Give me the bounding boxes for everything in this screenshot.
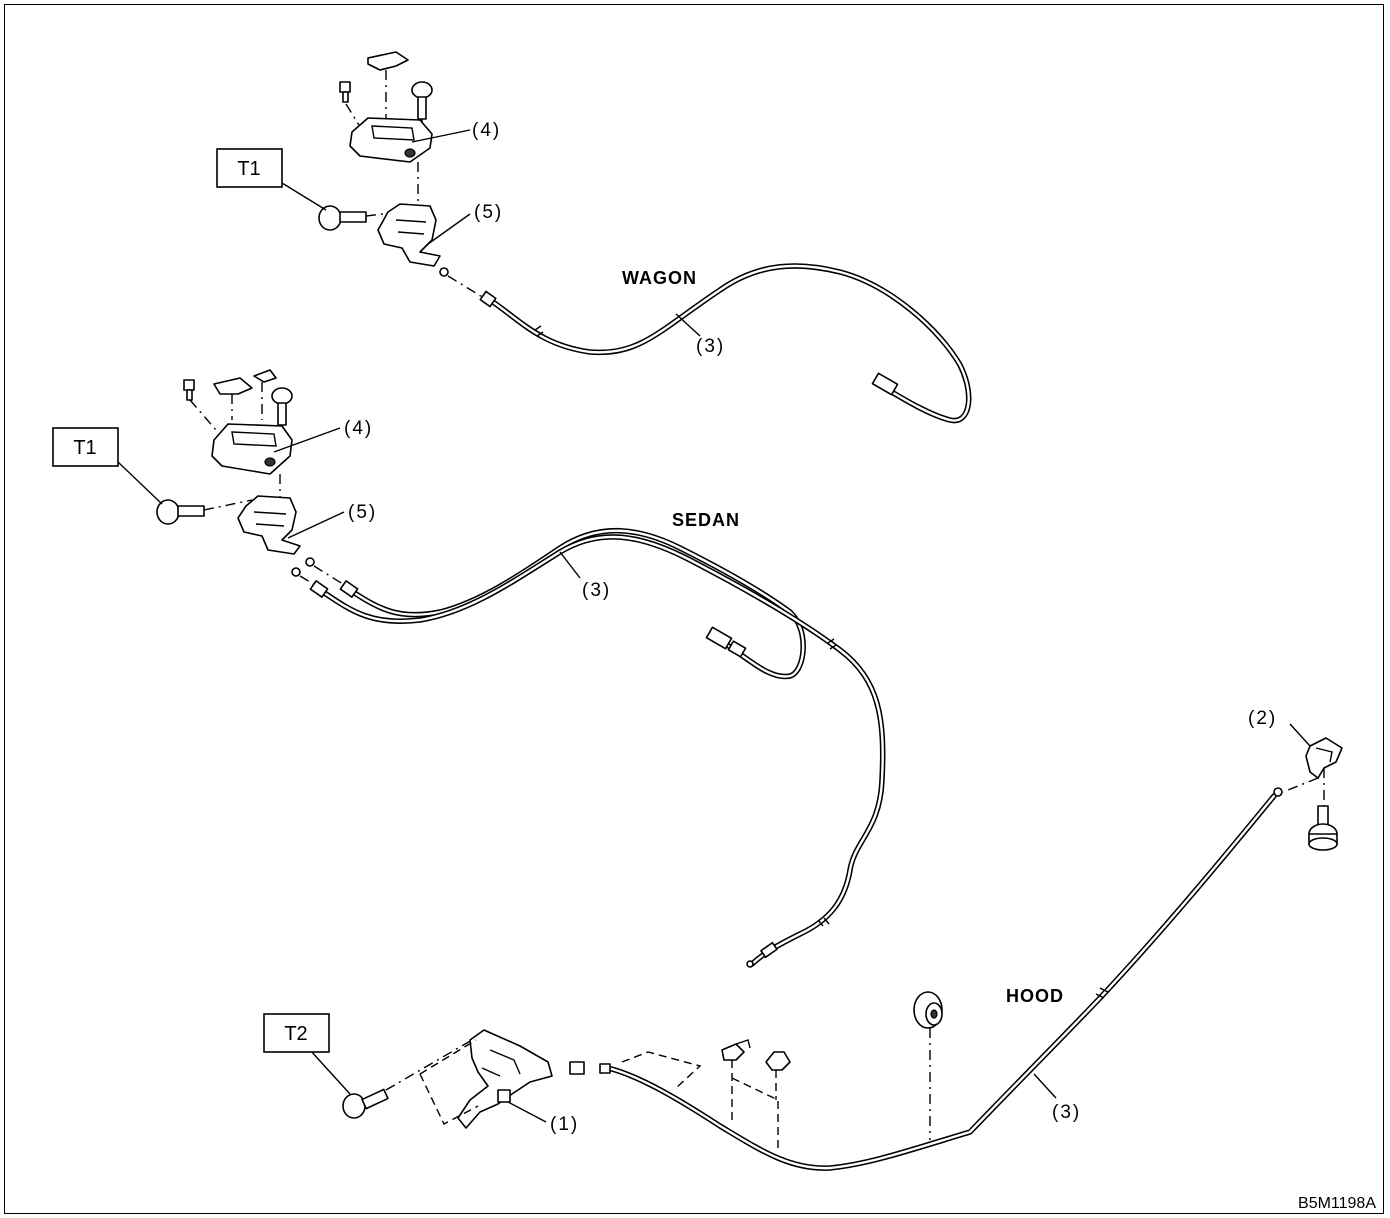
sedan-bolt xyxy=(156,499,205,525)
sedan-assembly xyxy=(156,369,886,968)
part-label-5-wagon: (5) xyxy=(474,202,503,223)
hood-grommet xyxy=(913,991,943,1029)
hood-lever-outline xyxy=(419,1039,479,1125)
sedan-cable-lower xyxy=(309,534,886,968)
part-label-4-sedan: (4) xyxy=(344,418,373,439)
wagon-bracket xyxy=(377,203,441,267)
hood-release-lever xyxy=(457,1029,553,1129)
sedan-small-screw xyxy=(183,379,195,401)
section-label-hood: HOOD xyxy=(1006,986,1064,1006)
leader-lines xyxy=(117,129,1311,1123)
sedan-bolt-axis xyxy=(203,499,253,511)
part-label-2: (2) xyxy=(1248,708,1277,729)
sedan-cable-upper xyxy=(339,528,806,680)
hood-clip-1 xyxy=(721,1039,751,1061)
part-label-3-sedan: (3) xyxy=(582,580,611,601)
torque-label-wagon: T1 xyxy=(216,148,283,188)
hood-latch-bolt xyxy=(1308,805,1338,851)
sedan-lever-right xyxy=(253,369,277,383)
wagon-bolt xyxy=(318,205,367,231)
part-label-4-wagon: (4) xyxy=(472,120,501,141)
hood-cable-ferrule xyxy=(599,1063,611,1074)
diagram-frame xyxy=(4,4,1384,1214)
section-label-sedan: SEDAN xyxy=(672,510,740,530)
wagon-small-screw xyxy=(339,81,351,103)
sedan-large-screw xyxy=(271,387,293,426)
wagon-large-screw xyxy=(411,81,433,120)
part-label-3-hood: (3) xyxy=(1052,1102,1081,1123)
wagon-cable xyxy=(479,263,972,424)
svg-text:T1: T1 xyxy=(237,158,260,180)
hood-cable-end-knob xyxy=(569,1061,585,1075)
svg-text:T1: T1 xyxy=(73,437,96,459)
hood-lever-spring xyxy=(497,1089,511,1103)
wagon-assembly xyxy=(318,51,972,424)
hood-latch-axis xyxy=(1287,777,1319,791)
part-label-1: (1) xyxy=(550,1114,579,1135)
svg-text:T2: T2 xyxy=(284,1023,307,1045)
part-label-3-wagon: (3) xyxy=(696,336,725,357)
hood-bolt xyxy=(342,1088,389,1119)
hood-assembly xyxy=(342,737,1343,1171)
part-label-5-sedan: (5) xyxy=(348,502,377,523)
sedan-cable-axis-1 xyxy=(313,565,347,587)
sedan-screw-axis xyxy=(189,399,217,431)
section-label-wagon: WAGON xyxy=(622,268,697,288)
sedan-lever-left xyxy=(213,377,253,395)
hood-clip-guides xyxy=(621,1051,779,1150)
sedan-cable-axis-2 xyxy=(299,575,321,589)
hood-cable xyxy=(569,787,1283,1171)
wagon-cable-axis xyxy=(447,275,485,299)
wagon-lever-knob xyxy=(367,51,409,71)
torque-label-hood: T2 xyxy=(263,1013,330,1053)
torque-label-sedan: T1 xyxy=(52,427,119,467)
hood-bolt-axis xyxy=(385,1039,473,1091)
figure-code: B5M1198A xyxy=(1298,1195,1376,1212)
sedan-cover xyxy=(211,423,293,475)
hood-clip-2 xyxy=(765,1051,791,1071)
